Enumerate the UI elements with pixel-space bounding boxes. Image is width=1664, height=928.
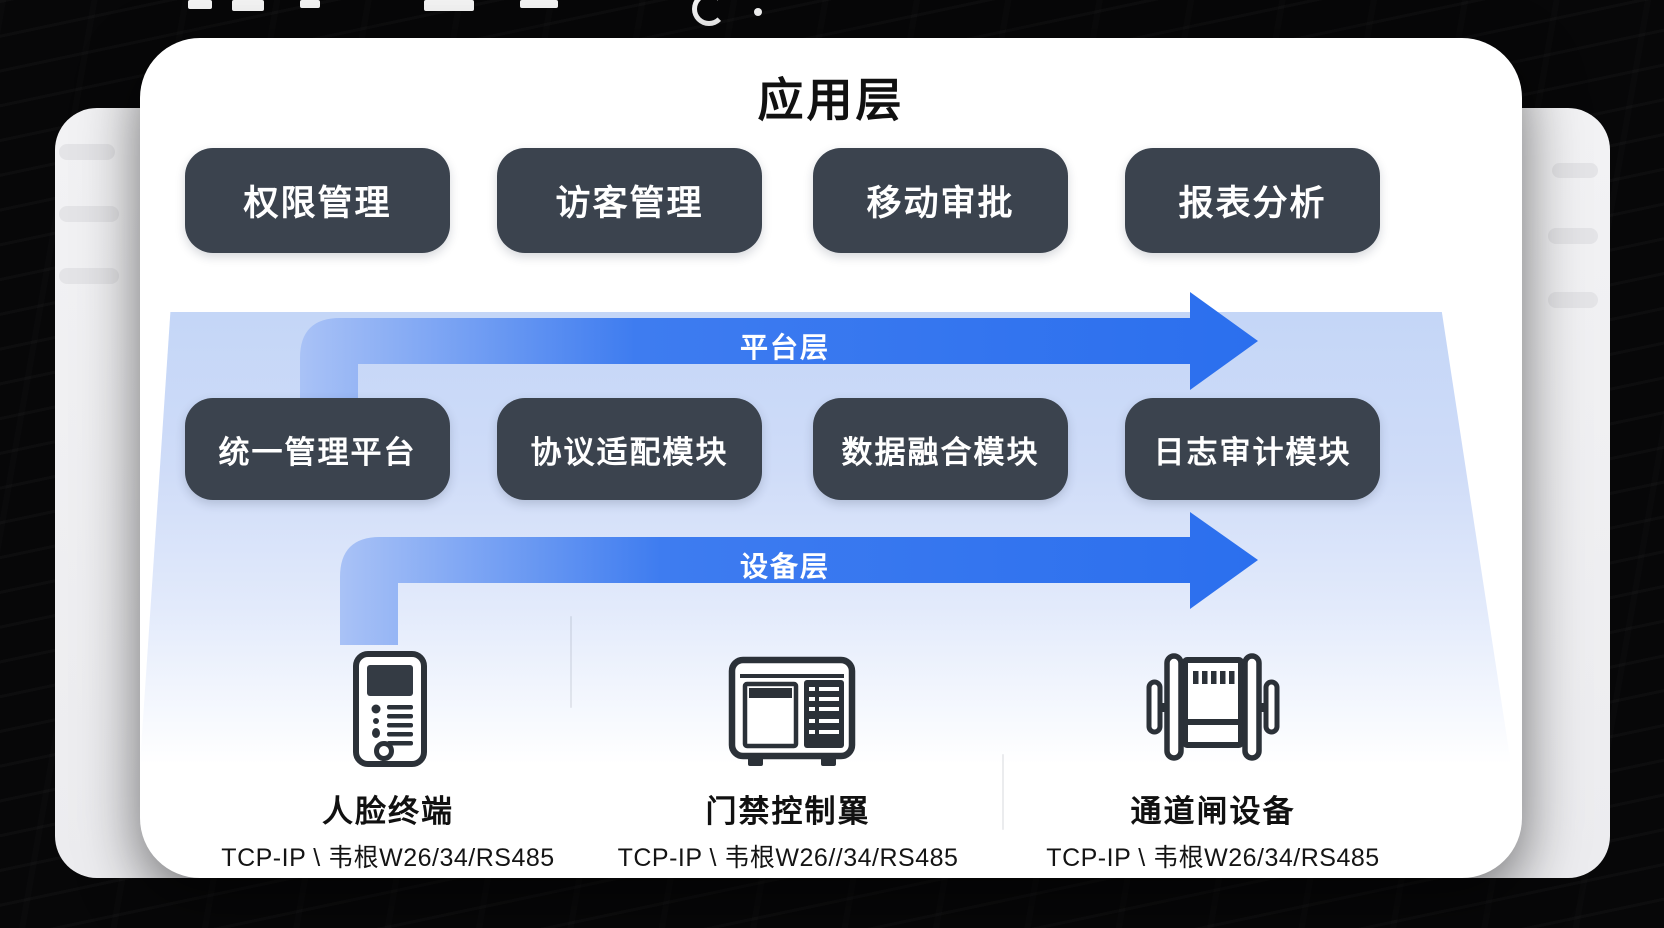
device-column-divider (1002, 754, 1004, 830)
device-protocol: TCP-IP \ 韦根W26//34/RS485 (617, 844, 959, 872)
device-protocol: TCP-IP \ 韦根W26/34/RS485 (221, 844, 555, 872)
app-module-box: 权限管理 (185, 148, 450, 253)
platform-module-label: 日志审计模块 (1153, 434, 1352, 470)
watermark-fragment (300, 0, 320, 8)
app-module-box: 访客管理 (497, 148, 762, 253)
device-protocol: TCP-IP \ 韦根W26/34/RS485 (1046, 844, 1380, 872)
platform-module-box: 数据融合模块 (813, 398, 1068, 500)
app-module-box: 移动审批 (813, 148, 1068, 253)
decorative-bar (59, 144, 115, 160)
platform-module-label: 数据融合模块 (841, 434, 1040, 470)
watermark-fragment (188, 0, 212, 9)
app-module-label: 权限管理 (243, 184, 392, 223)
watermark-fragment (424, 0, 474, 11)
platform-module-box: 日志审计模块 (1125, 398, 1380, 500)
device-name: 通道闸设备 (1130, 794, 1296, 829)
platform-module-box: 统一管理平台 (185, 398, 450, 500)
device-layer-label: 设备层 (739, 551, 830, 582)
turnstile-gate-icon (1146, 653, 1280, 761)
decorative-bar (1552, 163, 1598, 178)
platform-module-box: 协议适配模块 (497, 398, 762, 500)
app-module-label: 移动审批 (866, 184, 1015, 223)
app-module-label: 报表分析 (1178, 184, 1327, 223)
decorative-bar (1548, 228, 1598, 244)
platform-layer-label: 平台层 (739, 332, 830, 363)
watermark-fragment (232, 0, 264, 11)
platform-module-label: 协议适配模块 (530, 434, 729, 470)
device-column-divider (570, 616, 572, 708)
face-terminal-icon (353, 651, 427, 767)
access-controller-icon (728, 656, 856, 766)
decorative-bar (59, 268, 119, 284)
watermark-logo-icon (692, 0, 726, 26)
device-name: 人脸终端 (322, 794, 454, 829)
application-layer-title: 应用层 (757, 74, 905, 126)
decorative-bar (59, 206, 119, 222)
app-module-box: 报表分析 (1125, 148, 1380, 253)
app-module-label: 访客管理 (555, 184, 704, 223)
platform-module-label: 统一管理平台 (218, 434, 417, 470)
device-name: 门禁控制罺 (705, 794, 871, 829)
decorative-bar (1548, 292, 1598, 308)
watermark-fragment (754, 8, 762, 16)
watermark-fragment (520, 0, 558, 8)
